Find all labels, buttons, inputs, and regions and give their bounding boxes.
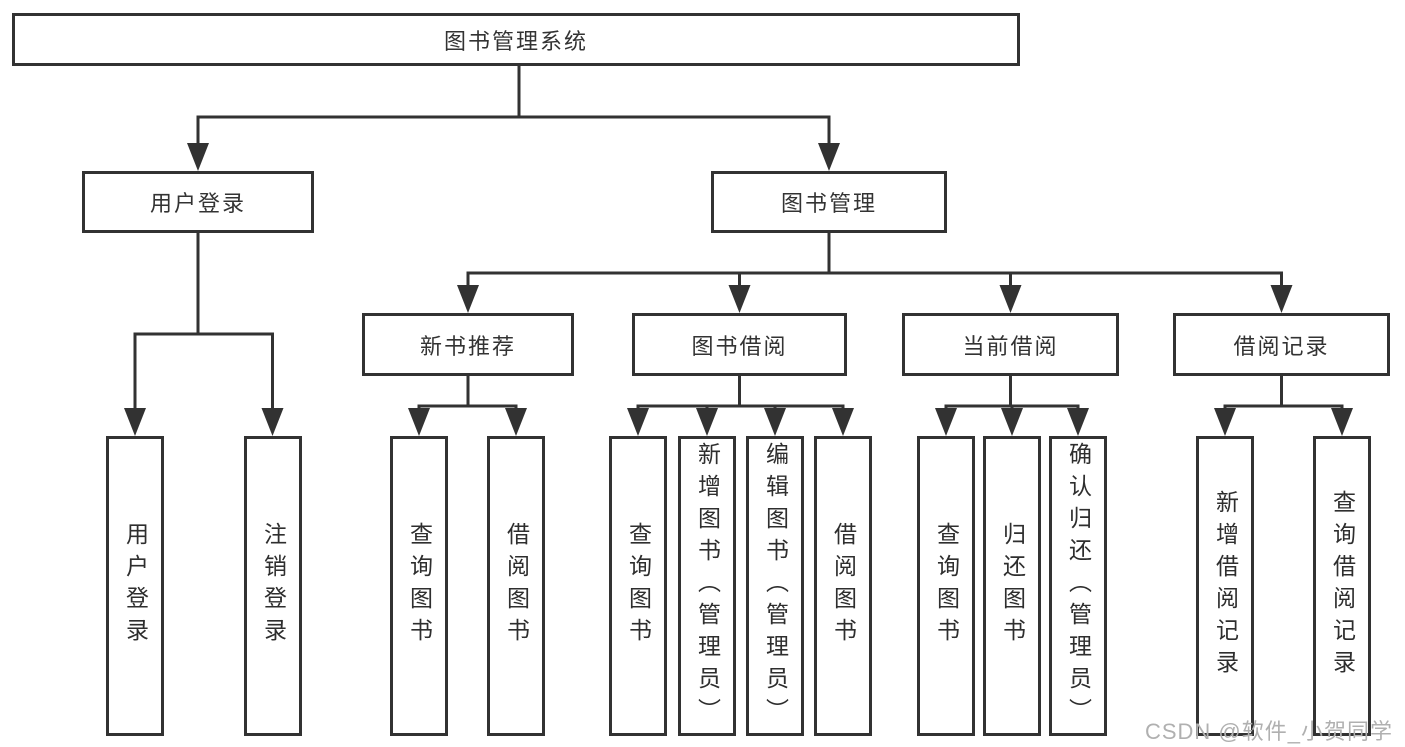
leaf-add-borrow-record-label: 新增借阅记录 [1212,490,1239,682]
leaf-edit-books-admin: 编辑图书（管理员） [746,436,804,736]
node-borrowing-records: 借阅记录 [1173,313,1390,376]
node-root-label: 图书管理系统 [443,28,588,54]
leaf-logout: 注销登录 [244,436,302,736]
leaf-query-borrow-record-label: 查询借阅记录 [1329,490,1356,682]
leaf-return-books: 归还图书 [983,436,1041,736]
leaf-confirm-return-admin-label: 确认归还（管理员） [1065,442,1092,730]
connector-bookborrow-arrowheads [627,408,854,436]
connector-bookmgmt-arrowheads [457,285,1293,313]
leaf-return-books-label: 归还图书 [999,522,1026,650]
connector-borrowrec-arrowheads [1214,408,1353,436]
leaf-borrow-books-1-label: 借阅图书 [503,522,530,650]
connector-bookborrow-to-leaves [636,376,845,411]
connector-root-to-level2 [196,66,831,146]
leaf-user-login: 用户登录 [106,436,164,736]
node-current-borrowing-label: 当前借阅 [962,333,1059,359]
leaf-query-books-3: 查询图书 [917,436,975,736]
connector-userlogin-to-leaves [133,233,274,410]
node-root-system: 图书管理系统 [12,13,1020,66]
connector-bookmgmt-to-level3 [466,233,1283,287]
connector-newbook-arrowheads [408,408,527,436]
node-user-login-label: 用户登录 [149,191,246,216]
node-current-borrowing: 当前借阅 [902,313,1119,376]
node-new-book-recommend-label: 新书推荐 [419,333,516,359]
connector-userlogin-arrowheads [124,408,284,436]
leaf-add-books-admin-label: 新增图书（管理员） [694,442,721,730]
leaf-query-books-1-label: 查询图书 [406,522,433,650]
leaf-query-books-2: 查询图书 [609,436,667,736]
leaf-confirm-return-admin: 确认归还（管理员） [1049,436,1107,736]
node-book-management: 图书管理 [711,171,947,233]
leaf-query-books-3-label: 查询图书 [933,522,960,650]
leaf-query-books-1: 查询图书 [390,436,448,736]
leaf-query-books-2-label: 查询图书 [625,522,652,650]
leaf-query-borrow-record: 查询借阅记录 [1313,436,1371,736]
node-book-management-label: 图书管理 [780,191,877,216]
leaf-user-login-label: 用户登录 [122,522,149,650]
csdn-watermark: CSDN @软件_小贺同学 [1144,719,1393,744]
leaf-edit-books-admin-label: 编辑图书（管理员） [762,442,789,730]
leaf-borrow-books-2: 借阅图书 [814,436,872,736]
leaf-add-borrow-record: 新增借阅记录 [1196,436,1254,736]
leaf-borrow-books-2-label: 借阅图书 [830,522,857,650]
leaf-logout-label: 注销登录 [260,522,287,650]
leaf-add-books-admin: 新增图书（管理员） [678,436,736,736]
node-book-borrowing-label: 图书借阅 [691,333,788,359]
node-borrowing-records-label: 借阅记录 [1233,333,1330,359]
connector-borrowrec-to-leaves [1223,376,1344,411]
node-book-borrowing: 图书借阅 [632,313,847,376]
connector-curborrow-arrowheads [935,408,1089,436]
node-new-book-recommend: 新书推荐 [362,313,574,376]
connector-newbook-to-leaves [417,376,518,411]
leaf-borrow-books-1: 借阅图书 [487,436,545,736]
connector-root-arrowheads [187,143,840,171]
connector-curborrow-to-leaves [944,376,1080,411]
node-user-login: 用户登录 [82,171,314,233]
